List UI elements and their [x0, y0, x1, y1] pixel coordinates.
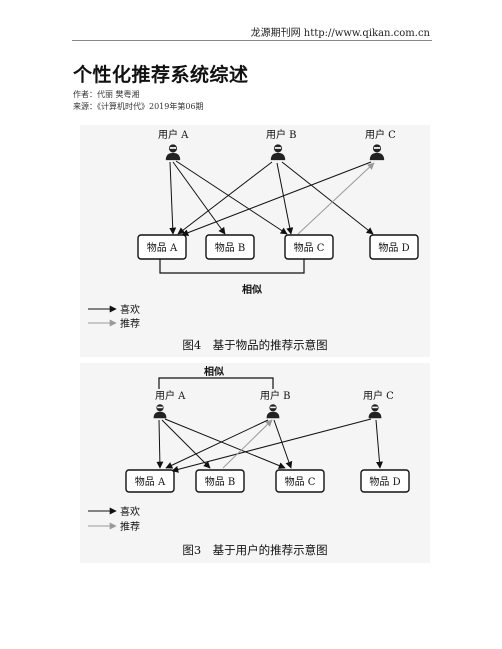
like-arrows [156, 418, 383, 473]
arrow-userb-itemc [273, 419, 293, 469]
user-a-label: 用户 A [158, 128, 189, 141]
arrow-userc-itema [171, 418, 372, 473]
item-a-label: 物品 A [147, 241, 178, 254]
item-d-label: 物品 D [378, 241, 409, 254]
legend-recommend-label: 推荐 [120, 317, 140, 330]
user-b-label: 用户 B [266, 128, 297, 141]
item-d-box [360, 469, 410, 493]
figure-3-caption: 图3 基于用户的推荐示意图 [182, 543, 327, 557]
item-a-box [137, 234, 187, 260]
item-c-box [275, 469, 325, 493]
item-b-label: 物品 B [205, 475, 236, 488]
item-d-box [369, 234, 419, 260]
article-title: 个性化推荐系统综述 [73, 64, 249, 86]
arrow-userc-itema [181, 161, 372, 236]
arrow-usera-itemc [164, 418, 286, 469]
article-source: 来源：《计算机时代》2019年第06期 [73, 102, 204, 111]
item-b-box [195, 469, 245, 493]
arrow-recommend-itemc-userc [297, 162, 375, 235]
arrow-usera-itema [156, 419, 164, 469]
arrow-usera-itema [169, 161, 177, 235]
header-divider [72, 40, 432, 41]
item-c-label: 物品 C [294, 241, 325, 254]
item-c-box [284, 234, 334, 260]
item-a-label: 物品 A [135, 475, 166, 488]
legend-like-label: 喜欢 [120, 303, 140, 316]
user-c-label: 用户 C [363, 389, 394, 402]
arrow-recommend-itemb-userb [222, 419, 273, 469]
user-a-label: 用户 A [155, 389, 186, 402]
item-boxes: 物品 A 物品 B 物品 C 物品 D [125, 469, 410, 493]
figure-4-caption: 图4 基于物品的推荐示意图 [182, 338, 327, 352]
item-b-label: 物品 B [215, 241, 246, 254]
arrow-userb-itema [177, 161, 273, 235]
item-a-box [125, 469, 175, 493]
arrow-userc-itemd [375, 419, 383, 469]
arrow-userb-itemd [281, 161, 374, 235]
similar-label: 相似 [242, 283, 262, 296]
item-d-label: 物品 D [369, 475, 400, 488]
figure-4-diagram: 用户 A 用户 B 用户 C 物品 A 物品 B 物品 C 物品 D [80, 125, 430, 357]
arrow-usera-itemb [161, 419, 211, 469]
arrow-userb-itemc [276, 162, 294, 235]
similarity-bracket [158, 377, 274, 389]
user-c-label: 用户 C [365, 128, 396, 141]
article-authors: 作者：代丽 樊粤湘 [73, 90, 140, 99]
item-c-label: 物品 C [285, 475, 316, 488]
legend-recommend-label: 推荐 [120, 520, 140, 533]
figure-4: 用户 A 用户 B 用户 C 物品 A 物品 B 物品 C 物品 D [80, 125, 430, 357]
user-b-label: 用户 B [260, 389, 291, 402]
figure-3-background [80, 363, 430, 563]
figure-3: 相似 用户 A 用户 B 用户 C 物品 A 物品 B 物品 C [80, 363, 430, 563]
arrow-usera-itemc [175, 160, 288, 235]
arrow-userb-itema [165, 419, 269, 469]
similarity-bracket [159, 259, 305, 274]
legend-like-label: 喜欢 [120, 505, 140, 518]
figure-3-diagram: 相似 用户 A 用户 B 用户 C 物品 A 物品 B 物品 C [80, 363, 430, 563]
like-arrows [169, 160, 374, 236]
site-header[interactable]: 龙源期刊网 http://www.qikan.com.cn [250, 28, 430, 39]
item-b-box [205, 234, 255, 260]
similar-label: 相似 [204, 365, 224, 378]
item-boxes: 物品 A 物品 B 物品 C 物品 D [137, 234, 419, 260]
